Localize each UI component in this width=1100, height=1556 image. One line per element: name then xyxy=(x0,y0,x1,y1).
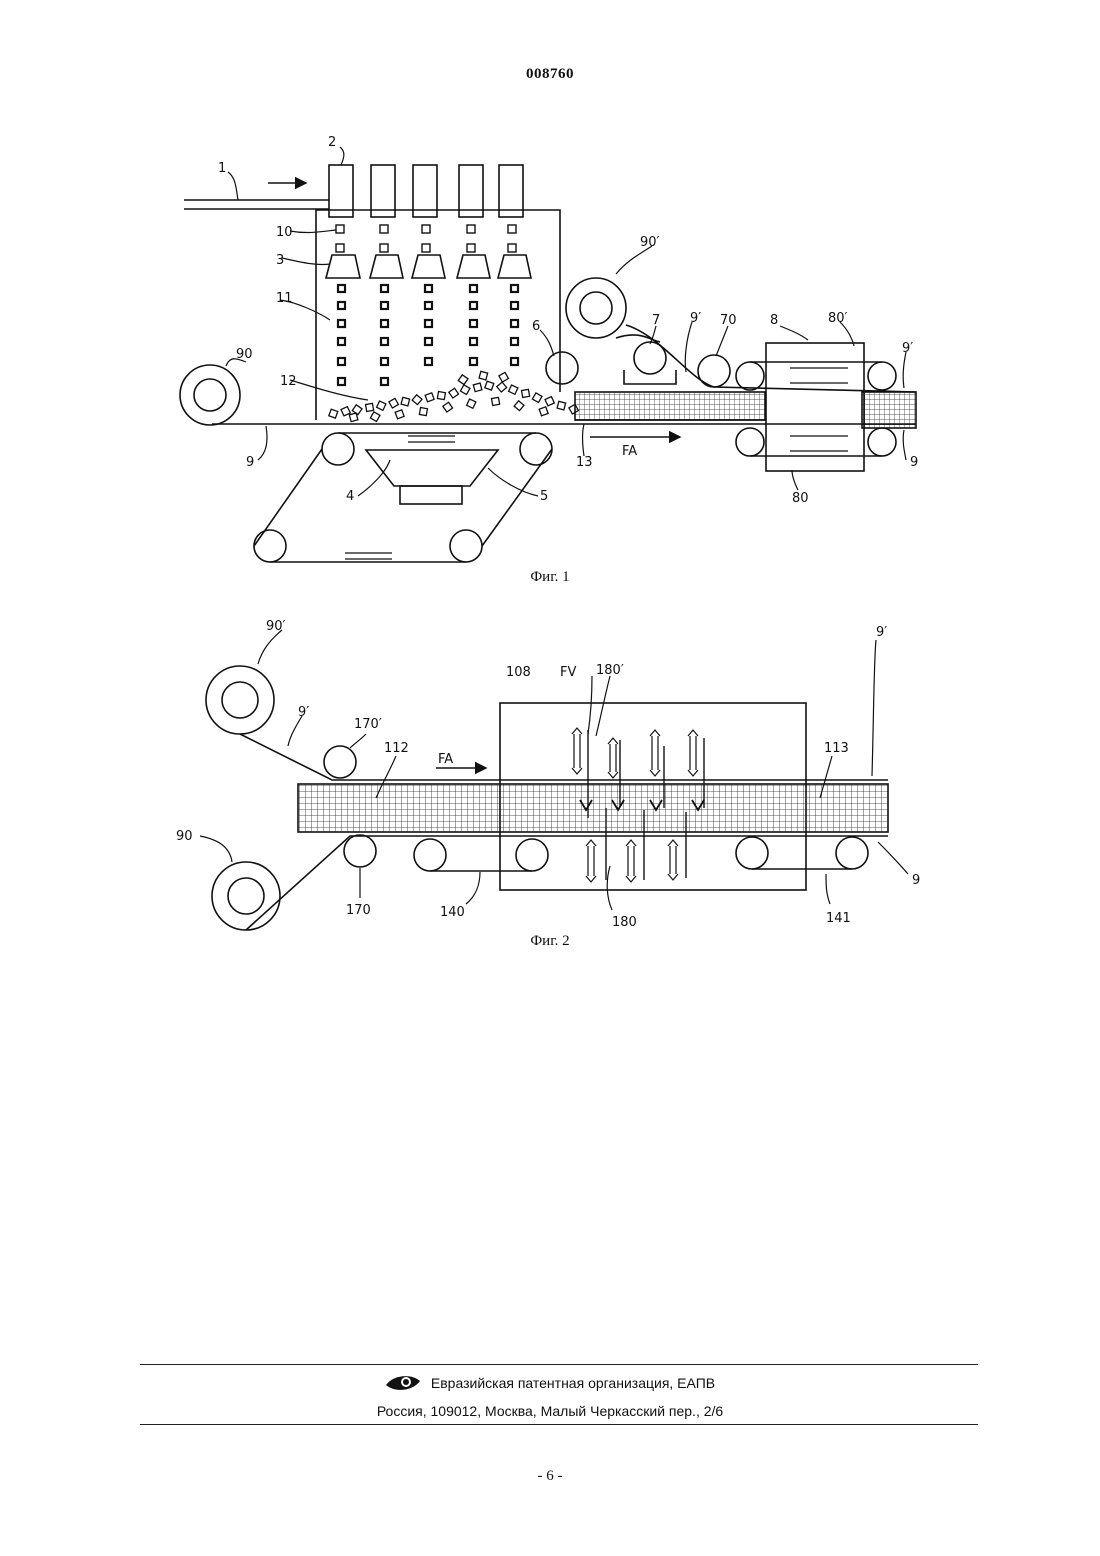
fig2-label-180: 180 xyxy=(612,915,637,930)
figure-2-caption: Фиг. 2 xyxy=(450,933,650,950)
page-number: - 6 - xyxy=(0,1468,1100,1485)
fig2-label-9prime-right: 9′ xyxy=(876,625,887,640)
fig2-label-112: 112 xyxy=(384,741,409,756)
footer-address: Россия, 109012, Москва, Малый Черкасский… xyxy=(0,1403,1100,1419)
footer-divider-top xyxy=(140,1364,978,1365)
fig2-label-180prime: 180′ xyxy=(596,663,624,678)
fig2-label-FV: FV xyxy=(560,665,576,680)
fig2-label-141: 141 xyxy=(826,911,851,926)
fig2-label-90prime: 90′ xyxy=(266,619,286,634)
fig2-label-108: 108 xyxy=(506,665,531,680)
fig2-label-9prime-left: 9′ xyxy=(298,705,309,720)
organization-name: Евразийская патентная организация, ЕАПВ xyxy=(431,1375,715,1391)
fig2-label-9: 9 xyxy=(912,873,920,888)
fig2-label-170prime: 170′ xyxy=(354,717,382,732)
fig2-label-90: 90 xyxy=(176,829,193,844)
fig2-label-170: 170 xyxy=(346,903,371,918)
figure-2-drawing: 90′ 9′ 170′ 112 FA 108 FV 180′ 113 9′ 90… xyxy=(0,0,1100,960)
fig2-label-113: 113 xyxy=(824,741,849,756)
eapo-eye-logo-icon xyxy=(385,1373,421,1396)
fig2-label-FA: FA xyxy=(438,752,453,767)
fig2-label-140: 140 xyxy=(440,905,465,920)
footer-organization: Евразийская патентная организация, ЕАПВ xyxy=(0,1373,1100,1396)
footer-divider-bottom xyxy=(140,1424,978,1425)
